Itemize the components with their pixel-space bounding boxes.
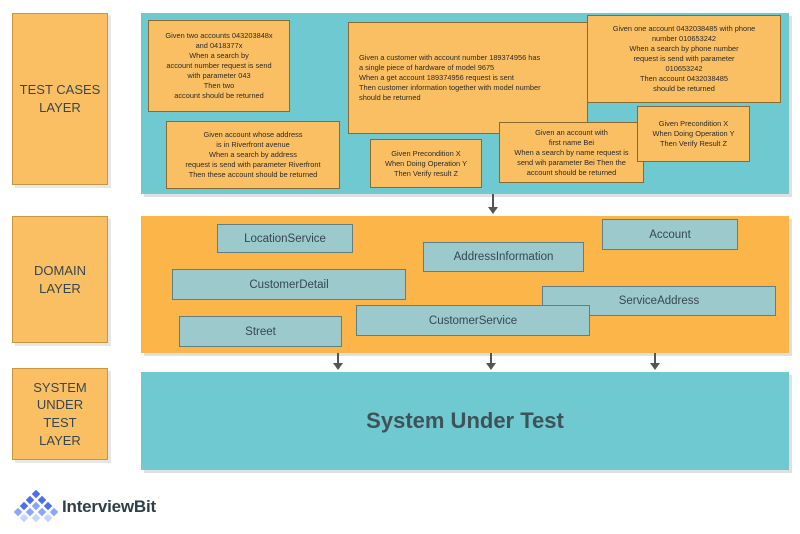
domain-layer-label: DOMAIN LAYER	[12, 216, 108, 343]
service-box: CustomerService	[356, 305, 590, 336]
arrow-down	[488, 194, 498, 216]
arrow-down	[650, 353, 660, 372]
service-box: AddressInformation	[423, 242, 584, 272]
service-box: Account	[602, 219, 738, 250]
interviewbit-logo: InterviewBit	[14, 490, 156, 524]
service-box: Street	[179, 316, 342, 347]
service-box: CustomerDetail	[172, 269, 406, 300]
service-box: LocationService	[217, 224, 353, 253]
test-case-note: Given account whose address is in Riverf…	[166, 121, 340, 189]
test-case-note: Given one account 0432038485 with phone …	[587, 15, 781, 103]
interviewbit-logo-icon	[14, 490, 58, 523]
test-case-note: Given two accounts 043203848x and 041837…	[148, 20, 290, 112]
test-case-note: Given an account with first name Bei Whe…	[499, 122, 644, 183]
test-case-note: Given Precondition X When Doing Operatio…	[637, 106, 750, 162]
system-under-test-band: System Under Test	[141, 372, 789, 470]
test-case-note: Given Precondition X When Doing Operatio…	[370, 139, 482, 188]
arrow-down	[333, 353, 343, 372]
test-case-note: Given a customer with account number 189…	[348, 22, 588, 134]
arrow-down	[486, 353, 496, 372]
system-under-test-title: System Under Test	[366, 408, 564, 433]
system-under-test-layer-label: SYSTEM UNDER TEST LAYER	[12, 368, 108, 460]
test-cases-layer-label: TEST CASES LAYER	[12, 13, 108, 185]
brand-name: InterviewBit	[62, 497, 156, 516]
